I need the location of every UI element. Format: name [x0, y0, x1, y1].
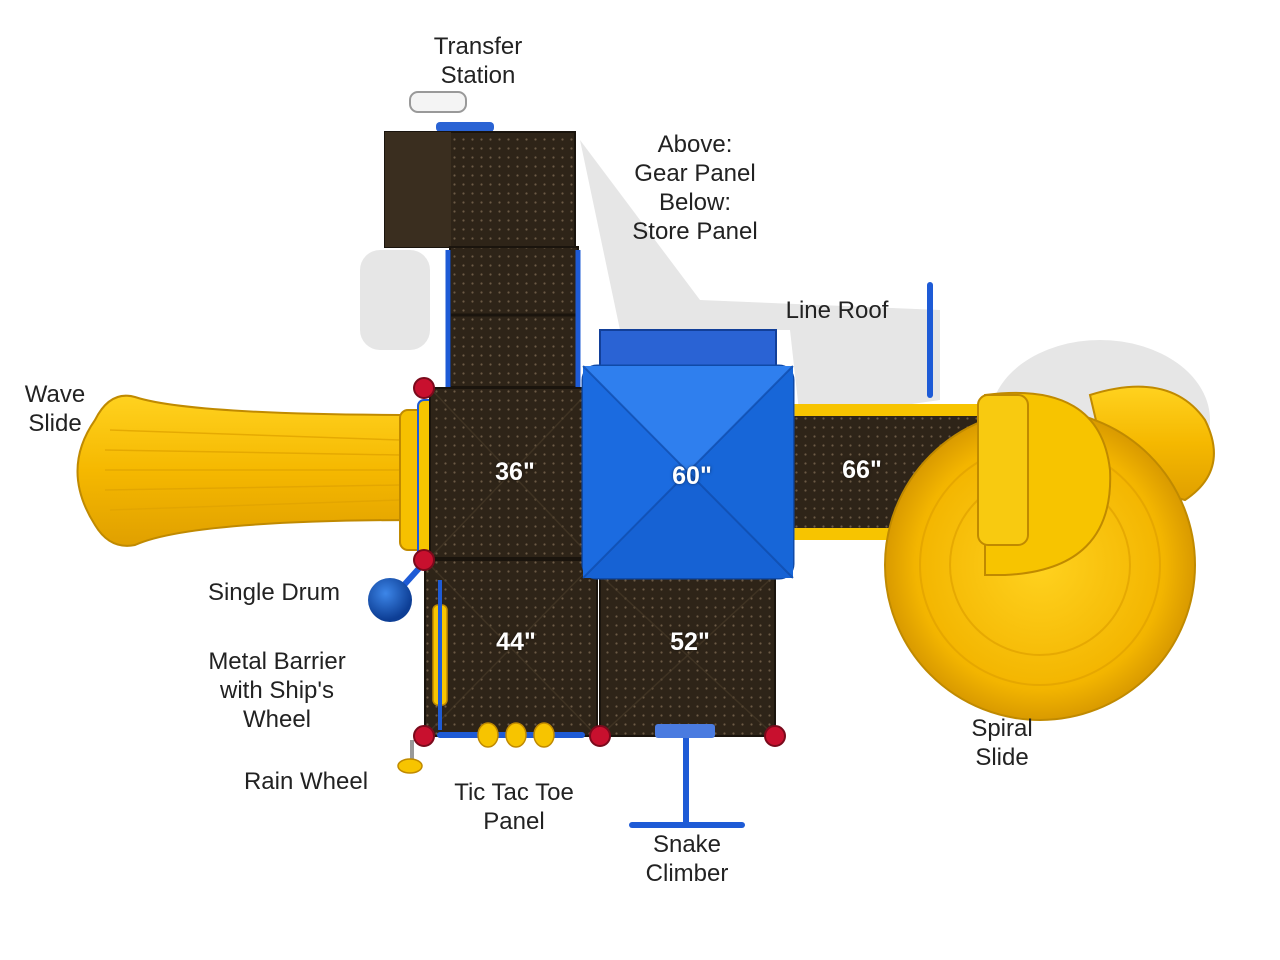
label-line: Wheel [242, 706, 312, 733]
single-drum [368, 562, 425, 622]
label-line: Above: [657, 131, 733, 158]
deck-height-66: 66" [842, 456, 882, 484]
snake-climber-base [655, 724, 715, 738]
label-line: Wave [24, 381, 86, 408]
label-line: Snake [652, 831, 722, 858]
post-caps [413, 377, 786, 747]
label-line: Panel [483, 808, 545, 835]
label-line: Store Panel [632, 218, 758, 245]
rain-wheel [397, 740, 423, 774]
label-line-roof: Line Roof [776, 296, 898, 325]
label-line: Below: [658, 189, 732, 216]
label-line: Spiral [971, 715, 1033, 742]
label-line: Gear Panel [634, 160, 756, 187]
tic-tac-toe-panel [477, 722, 555, 748]
label-line: Metal Barrier [208, 648, 346, 675]
label-snake-climber: Snake Climber [626, 830, 748, 888]
label-line: Climber [645, 860, 729, 887]
deck-height-44: 44" [496, 628, 536, 656]
label-line: Line Roof [785, 297, 889, 324]
label-transfer-station: Transfer Station [418, 32, 538, 90]
spiral-slide [884, 385, 1215, 721]
transfer-station [384, 91, 576, 248]
label-line: Transfer [433, 33, 523, 60]
label-line: Slide [28, 410, 82, 437]
deck-height-60: 60" [672, 462, 712, 490]
line-roof [581, 329, 795, 580]
label-metal-barrier: Metal Barrier with Ship's Wheel [196, 647, 358, 734]
label-rain-wheel: Rain Wheel [232, 767, 380, 796]
label-tic-tac-toe: Tic Tac Toe Panel [434, 778, 594, 836]
label-wave-slide: Wave Slide [12, 380, 98, 438]
deck-height-36: 36" [495, 458, 535, 486]
label-line: Slide [975, 744, 1029, 771]
deck-height-52: 52" [670, 628, 710, 656]
label-line: with Ship's [220, 677, 334, 704]
metal-barrier-ships-wheel [432, 580, 448, 730]
label-line: Tic Tac Toe [454, 779, 574, 806]
label-line: Rain Wheel [243, 768, 369, 795]
label-line: Single Drum [207, 579, 341, 606]
transfer-steps [445, 246, 581, 390]
label-line: Station [440, 62, 516, 89]
label-spiral-slide: Spiral Slide [952, 714, 1052, 772]
wave-slide [76, 394, 437, 561]
label-gear-store-panel: Above: Gear Panel Below: Store Panel [615, 130, 775, 246]
label-single-drum: Single Drum [196, 578, 352, 607]
